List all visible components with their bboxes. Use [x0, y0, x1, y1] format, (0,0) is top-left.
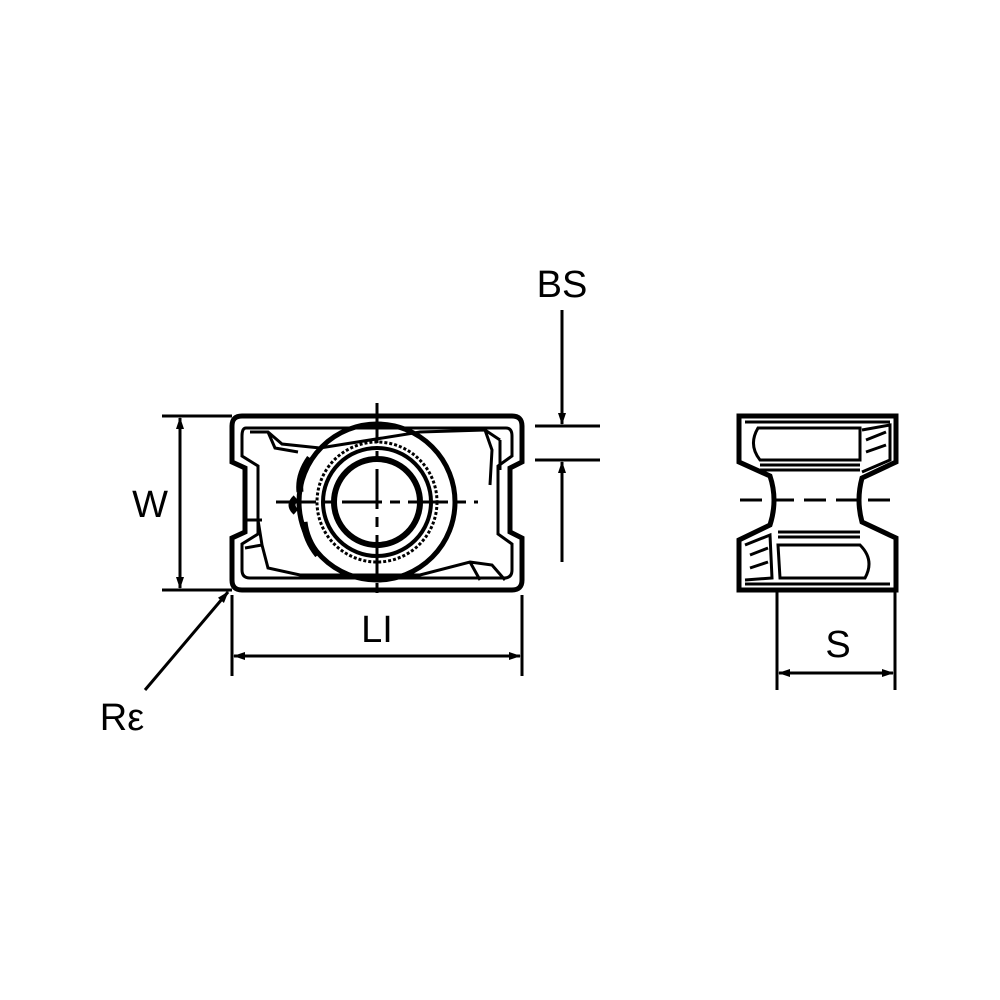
dimension-w: [162, 414, 232, 592]
label-bs: BS: [536, 264, 588, 306]
label-li: LI: [361, 609, 393, 651]
side-bottom-lobe: [745, 530, 890, 586]
dimension-s: [775, 592, 897, 690]
front-serration: [288, 455, 321, 558]
front-chipbreaker-bottom: [244, 518, 507, 581]
dimension-bs: [535, 310, 600, 562]
side-view: [736, 413, 899, 593]
front-view: [229, 403, 525, 600]
dimension-re: [143, 591, 230, 691]
label-w: W: [132, 484, 168, 526]
front-outline: [229, 413, 525, 593]
side-outline: [736, 413, 899, 593]
label-s: S: [825, 624, 851, 666]
side-facets: [744, 423, 892, 582]
side-top-lobe: [745, 420, 890, 472]
label-re: Rε: [99, 697, 145, 739]
dimension-li: [230, 595, 524, 676]
